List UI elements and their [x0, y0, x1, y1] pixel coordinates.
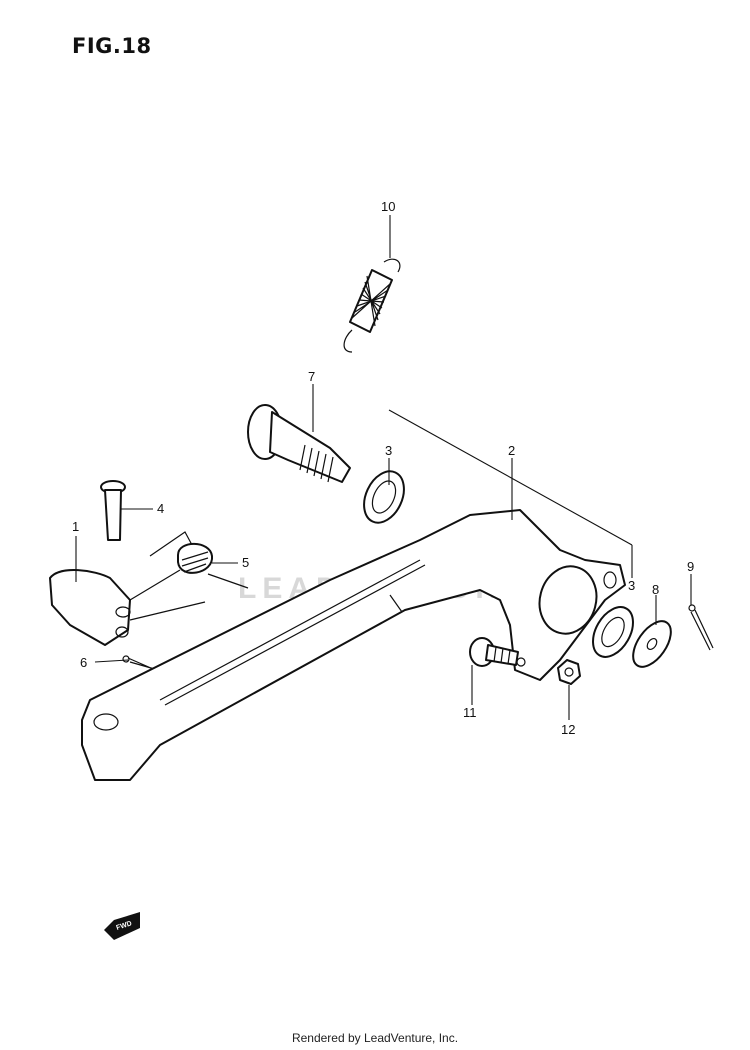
forward-direction-marker: FWD: [104, 912, 140, 940]
callout-3-lower[interactable]: 3: [628, 578, 635, 593]
part-3-seal-lower[interactable]: [585, 600, 641, 664]
callout-5[interactable]: 5: [242, 555, 249, 570]
fwd-label: FWD: [115, 920, 132, 932]
part-5-return-spring[interactable]: [149, 531, 249, 589]
part-8-washer[interactable]: [626, 615, 679, 674]
part-12-nut[interactable]: [557, 659, 581, 685]
callout-3-upper[interactable]: 3: [385, 443, 392, 458]
callout-7[interactable]: 7: [308, 369, 315, 384]
callout-9[interactable]: 9: [687, 559, 694, 574]
callout-12[interactable]: 12: [561, 722, 575, 737]
part-2-brake-pedal[interactable]: [81, 509, 626, 781]
part-7-pivot-bolt[interactable]: [247, 404, 351, 483]
callout-1[interactable]: 1: [72, 519, 79, 534]
part-11-bolt[interactable]: [469, 637, 519, 667]
callout-11[interactable]: 11: [463, 705, 477, 720]
callout-4[interactable]: 4: [157, 501, 164, 516]
part-3-seal-upper[interactable]: [356, 465, 411, 529]
part-4-clevis-pin[interactable]: [100, 480, 126, 541]
callout-2[interactable]: 2: [508, 443, 515, 458]
callout-8[interactable]: 8: [652, 582, 659, 597]
callout-10[interactable]: 10: [381, 199, 395, 214]
figure-title: FIG.18: [72, 34, 152, 58]
part-10-spring[interactable]: [343, 258, 401, 353]
callout-6[interactable]: 6: [80, 655, 87, 670]
part-9-cotter-pin[interactable]: [688, 604, 714, 651]
part-1-bracket[interactable]: [49, 569, 206, 646]
footer-credit: Rendered by LeadVenture, Inc.: [291, 1031, 459, 1045]
